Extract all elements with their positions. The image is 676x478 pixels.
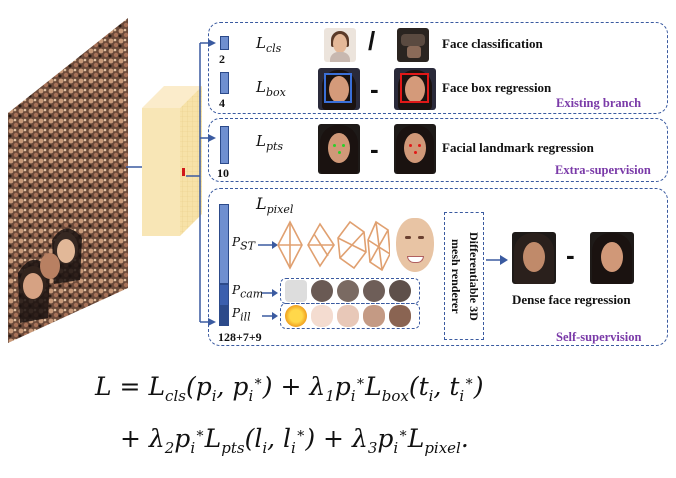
param-ill: Pill: [232, 306, 251, 324]
rendered-face-3d: [392, 216, 436, 274]
box-bar: [220, 72, 229, 94]
pixel-dim: 128+7+9: [218, 330, 262, 344]
box-dim: 4: [219, 96, 225, 110]
pts-dim: 10: [217, 166, 229, 180]
cls-dim: 2: [219, 52, 225, 66]
param-st: PST: [232, 235, 255, 253]
pixel-bar-shape: [219, 204, 229, 284]
arrow-cam: [262, 289, 278, 297]
arrow-ill: [262, 312, 278, 320]
loss-pts: Lpts: [256, 132, 284, 153]
arrow-renderer: [486, 255, 508, 265]
extra-branch-box: [208, 118, 668, 182]
tag-extra: Extra-supervision: [555, 163, 651, 177]
arrow-st: [258, 241, 278, 249]
face-dense-gt: [590, 232, 634, 284]
pixel-bar-ill: [219, 306, 229, 326]
feature-map-cube: [142, 86, 206, 236]
face-dense-rendered: [512, 232, 556, 284]
face-box-gt: [394, 68, 436, 110]
camera-pose-strip: [280, 278, 420, 304]
differentiable-renderer-box: Differentiable 3D mesh renderer: [444, 212, 484, 340]
pixel-bar-cam: [219, 284, 229, 306]
loss-cls: Lcls: [256, 34, 282, 55]
loss-pixel: Lpixel: [256, 194, 294, 217]
face-negative-thumb: [397, 28, 429, 62]
formula-line-2: + λ2pi∗Lpts(li, li∗) + λ3pi∗Lpixel.: [120, 424, 469, 457]
loss-box: Lbox: [256, 78, 286, 99]
existing-branch-box: [208, 22, 668, 114]
foreground-faces: [18, 228, 82, 323]
sun-icon: [285, 305, 307, 327]
slash-symbol: /: [368, 26, 376, 56]
mesh-sequence: [277, 220, 390, 272]
caption-cls: Face classification: [442, 36, 543, 51]
caption-pts: Facial landmark regression: [442, 140, 594, 155]
cls-bar: [220, 36, 229, 50]
feature-cell: [182, 168, 185, 176]
tag-existing: Existing branch: [556, 96, 642, 110]
branch-connector: [186, 39, 216, 326]
minus-symbol-box: -: [370, 74, 379, 104]
crowd-photo: [8, 18, 128, 343]
minus-symbol-dense: -: [566, 240, 575, 270]
illumination-strip: [280, 303, 420, 329]
pts-bar: [220, 126, 229, 164]
formula-line-1: L = Lcls(pi, pi∗) + λ1pi∗Lbox(ti, ti∗): [95, 372, 484, 405]
caption-dense: Dense face regression: [512, 292, 631, 307]
face-landmark-pred: [318, 124, 360, 174]
tag-self: Self-supervision: [556, 330, 642, 344]
minus-symbol-pts: -: [370, 134, 379, 164]
self-branch-box: [208, 188, 668, 346]
caption-box: Face box regression: [442, 80, 552, 95]
face-box-pred: [318, 68, 360, 110]
face-landmark-gt: [394, 124, 436, 174]
face-positive-thumb: [324, 28, 356, 62]
param-cam: Pcam: [232, 283, 264, 301]
